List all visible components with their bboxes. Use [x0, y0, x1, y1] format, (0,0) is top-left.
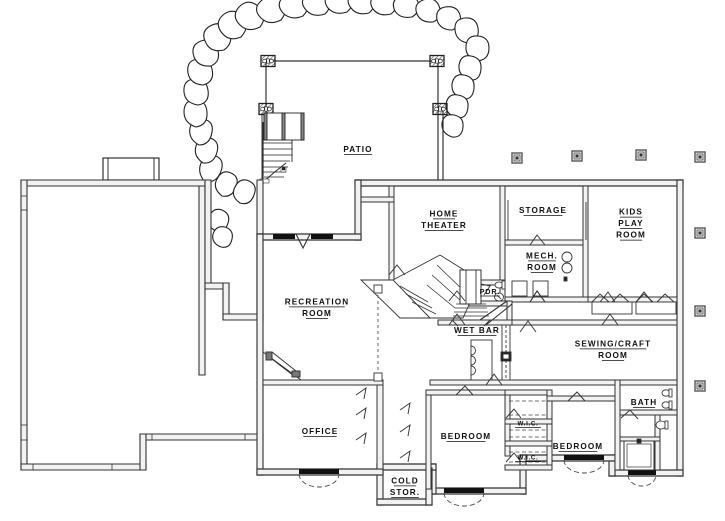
angled-wall [479, 300, 513, 326]
room-label-patio: PATIO [343, 145, 372, 154]
corner-fireplace [262, 351, 303, 381]
room-label-kids-play-room: KIDS [619, 208, 643, 217]
room-label-mech-room: MECH. [526, 251, 558, 260]
room-label-office: OFFICE [302, 427, 339, 436]
pier-marker [694, 305, 706, 317]
recreation-room-beam-line [373, 284, 383, 382]
room-label-bedroom-right: BEDROOM [553, 442, 603, 451]
interior-walls [262, 185, 678, 490]
room-label-wet-bar: WET BAR [454, 326, 500, 335]
room-label-group: PATIO HOME THEATER STORAGE KIDS PLAY ROOM MECH.… [285, 145, 658, 498]
window-symbol-group [273, 234, 656, 493]
room-label-sewing-craft-room: ROOM [598, 351, 628, 360]
door-swing-group [355, 234, 653, 463]
room-label-wic-lower: W.I.C. [517, 455, 538, 462]
room-label-mech-room: ROOM [527, 263, 557, 272]
room-label-storage: STORAGE [519, 206, 567, 215]
window-symbol [299, 469, 339, 474]
window-symbol [628, 470, 656, 475]
patio-column [429, 54, 445, 68]
room-label-sewing-craft-room: SEWING/CRAFT [575, 339, 651, 348]
pier-marker [694, 227, 706, 239]
patio-drain-marker [282, 167, 286, 171]
patio-column [432, 102, 448, 116]
interior-stair [359, 254, 491, 327]
room-label-bedroom-left: BEDROOM [441, 432, 491, 441]
room-label-home-theater: HOME [430, 209, 459, 218]
play-room-window-row [591, 293, 677, 315]
patio-column [260, 54, 276, 68]
room-label-bath: BATH [631, 398, 658, 407]
pier-marker [635, 149, 647, 161]
wet-bar-fixtures [470, 324, 512, 381]
powder-room-fixtures [494, 280, 506, 302]
room-label-kids-play-room: PLAY [618, 219, 643, 228]
pier-marker [571, 150, 583, 162]
window-symbol [564, 455, 604, 460]
pier-marker [511, 152, 523, 164]
bath-fixtures [623, 388, 673, 471]
boulder-retaining-wall [183, 0, 490, 248]
room-label-kids-play-room: ROOM [616, 231, 646, 240]
window-symbol [311, 234, 333, 239]
room-label-recreation-room: ROOM [302, 309, 332, 318]
room-label-cold-stor: STOR. [390, 488, 420, 497]
pier-marker [694, 380, 706, 392]
room-label-home-theater: THEATER [421, 221, 467, 230]
room-label-recreation-room: RECREATION [285, 297, 350, 306]
room-label-wic-upper: W.I.C. [517, 421, 538, 428]
room-label-pdr: PDR. [480, 287, 501, 296]
bifold-doors [382, 395, 427, 466]
broken-wall-symbol [295, 233, 311, 250]
patio-outline [262, 60, 444, 184]
exterior-stair [259, 112, 305, 184]
window-well-group [298, 459, 657, 507]
storage-partition-tick [507, 200, 587, 240]
window-symbol [444, 488, 484, 493]
room-label-cold-stor: COLD [391, 476, 419, 485]
pier-marker [694, 151, 706, 163]
garage-area [20, 157, 264, 471]
window-symbol [273, 234, 295, 239]
